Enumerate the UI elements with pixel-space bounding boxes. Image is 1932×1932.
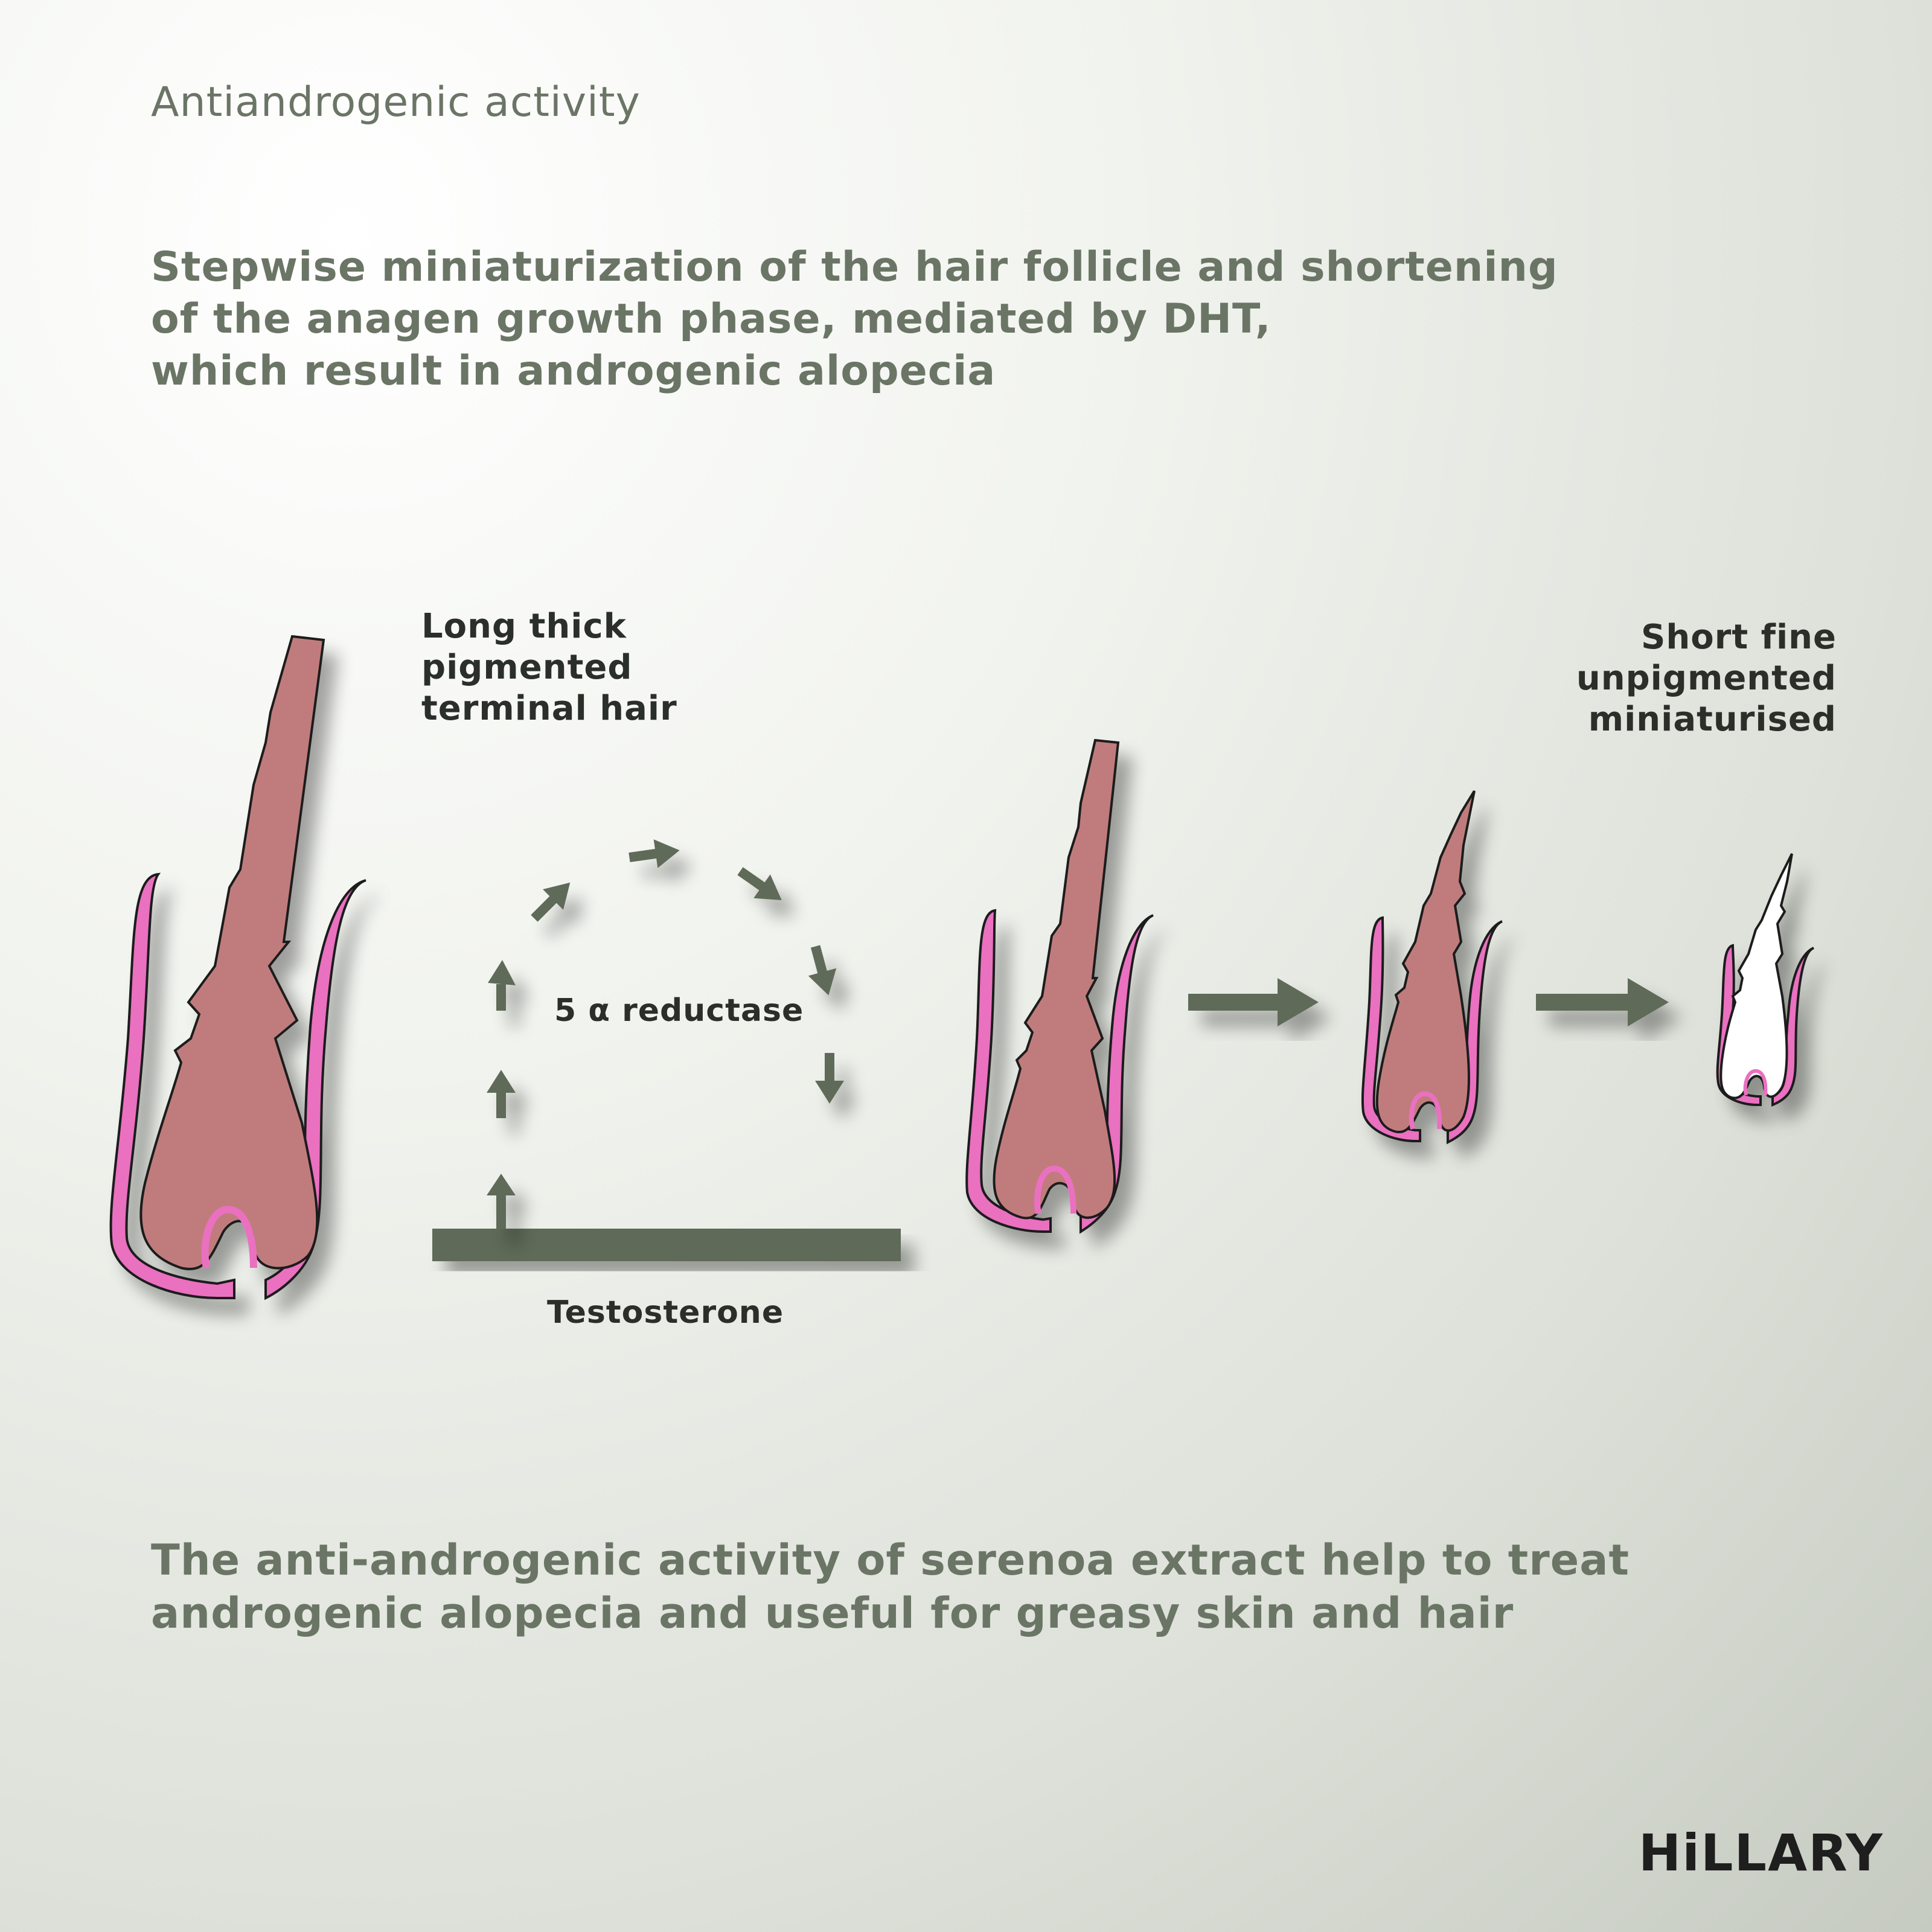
progression-arrow-1 <box>1188 978 1319 1026</box>
terminal-hair-label-line-2: pigmented <box>421 648 633 687</box>
up-arrow-2 <box>487 1070 516 1118</box>
follicle-sheath-left <box>109 872 235 1299</box>
arc-arrow-6 <box>737 867 782 900</box>
up-arrow-3 <box>488 960 516 1011</box>
follicle-sheath-left-3 <box>1361 916 1421 1142</box>
hair-shaft-stage-3 <box>1375 790 1476 1134</box>
follicle-sheath-right-2 <box>1080 914 1154 1234</box>
subtitle-line-2: of the anagen growth phase, mediated by … <box>151 295 1271 343</box>
brand-logo: HiLLARY <box>1638 1823 1884 1882</box>
testosterone-bar <box>432 1229 901 1261</box>
terminal-hair-label-line-3: terminal hair <box>421 689 677 728</box>
hair-shaft-terminal <box>139 635 325 1270</box>
follicle-stage-3 <box>1361 790 1503 1145</box>
terminal-hair-label-line-1: Long thick <box>421 607 627 646</box>
down-arrow-8 <box>815 1053 844 1104</box>
enzyme-label: 5 α reductase <box>554 993 804 1029</box>
subtitle-line-3: which result in androgenic alopecia <box>151 347 996 395</box>
dermal-papilla-terminal <box>201 1206 257 1269</box>
miniaturised-hair-label-line-2: unpigmented <box>1576 659 1837 698</box>
section-title: Antiandrogenic activity <box>151 78 641 126</box>
conclusion-text: The anti-androgenic activity of serenoa … <box>151 1534 1781 1640</box>
arc-arrow-7 <box>808 945 837 996</box>
miniaturised-hair-follicle <box>1716 853 1814 1107</box>
follicle-sheath-right-4 <box>1771 947 1814 1107</box>
hair-shaft-stage-2 <box>993 738 1120 1220</box>
subtitle: Stepwise miniaturization of the hair fol… <box>151 242 1660 397</box>
miniaturised-hair-label-line-3: miniaturised <box>1588 700 1837 739</box>
dermal-papilla-stage-2 <box>1034 1165 1076 1214</box>
dermal-papilla-miniaturised <box>1743 1069 1768 1096</box>
reductase-cycle-arrows <box>487 839 844 1229</box>
hair-shaft-miniaturised <box>1719 853 1793 1099</box>
follicle-sheath-right <box>264 879 366 1300</box>
conclusion-line-2: androgenic alopecia and useful for greas… <box>151 1588 1514 1638</box>
up-arrow-1 <box>487 1174 516 1229</box>
subtitle-line-1: Stepwise miniaturization of the hair fol… <box>151 243 1558 291</box>
miniaturised-hair-label-line-1: Short fine <box>1641 618 1837 657</box>
follicle-sheath-left-2 <box>965 909 1052 1233</box>
dermal-papilla-stage-3 <box>1409 1091 1442 1130</box>
follicle-sheath-right-3 <box>1447 920 1503 1145</box>
substrate-label: Testosterone <box>547 1294 784 1331</box>
terminal-hair-follicle <box>109 635 366 1300</box>
arc-arrow-4 <box>531 882 571 922</box>
arc-arrow-5 <box>629 839 680 868</box>
terminal-hair-label: Long thick pigmented terminal hair <box>421 606 677 729</box>
miniaturised-hair-label: Short fine unpigmented miniaturised <box>1576 617 1837 740</box>
conclusion-line-1: The anti-androgenic activity of serenoa … <box>151 1535 1630 1585</box>
progression-arrow-2 <box>1536 978 1669 1026</box>
follicle-stage-2 <box>965 738 1154 1234</box>
